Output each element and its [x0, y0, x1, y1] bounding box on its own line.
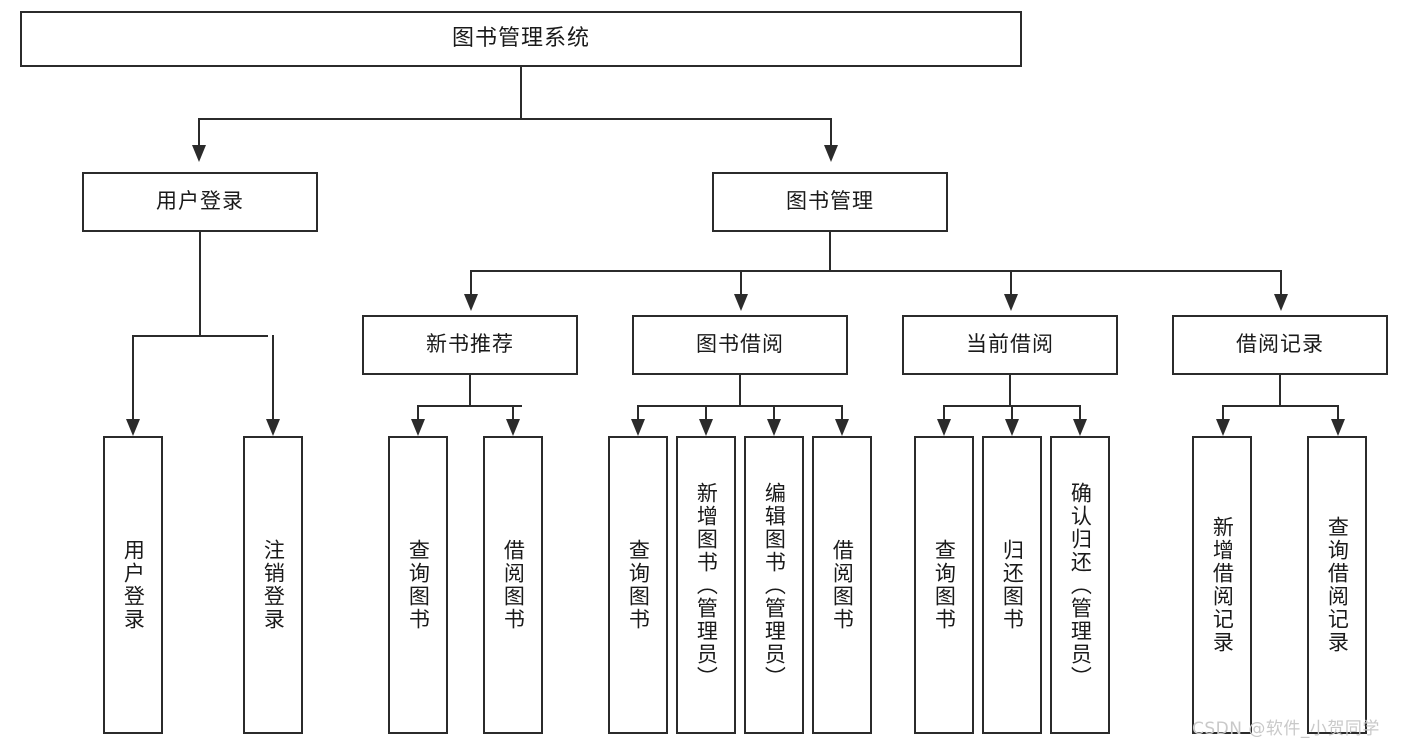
edge-borrow-record-stem — [1279, 375, 1281, 405]
node-label: 查询借阅记录 — [1325, 516, 1350, 654]
edge-user-login-to-leaf-2 — [272, 335, 274, 419]
edge-borrow-record-bar — [1222, 405, 1337, 407]
edge-book-manage-stem — [829, 232, 831, 270]
edge-current-borrow-to-leaf-3 — [1079, 405, 1081, 419]
edge-user-login-bar — [132, 335, 268, 337]
node-label: 查询图书 — [932, 539, 957, 631]
node-label: 归还图书 — [1000, 539, 1025, 631]
node-label: 借阅图书 — [501, 539, 526, 631]
node-new-book-recommend[interactable]: 新书推荐 — [362, 315, 578, 375]
edge-new-book-to-leaf-1 — [417, 405, 419, 419]
node-label: 新增借阅记录 — [1210, 516, 1235, 654]
leaf-add-book-admin[interactable]: 新增图书（管理员） — [676, 436, 736, 734]
edge-book-borrow-to-leaf-1 — [637, 405, 639, 419]
edge-user-login-stem — [199, 232, 201, 335]
arrowhead-book-borrow-leaf-4 — [835, 419, 849, 436]
edge-root-bar — [198, 118, 832, 120]
edge-new-book-stem — [469, 375, 471, 405]
arrowhead-current-borrow-leaf-1 — [937, 419, 951, 436]
arrowhead-book-manage-current-borrow — [1004, 294, 1018, 311]
edge-book-manage-to-borrow-record — [1280, 270, 1282, 294]
edge-book-manage-to-new-book — [470, 270, 472, 294]
edge-book-borrow-bar — [637, 405, 842, 407]
arrowhead-book-borrow-leaf-2 — [699, 419, 713, 436]
edge-new-book-bar — [417, 405, 522, 407]
edge-book-manage-to-current-borrow — [1010, 270, 1012, 294]
node-label: 查询图书 — [406, 539, 431, 631]
leaf-add-borrow-record[interactable]: 新增借阅记录 — [1192, 436, 1252, 734]
node-label: 图书管理 — [786, 189, 874, 214]
edge-book-borrow-stem — [739, 375, 741, 405]
leaf-edit-book-admin[interactable]: 编辑图书（管理员） — [744, 436, 804, 734]
leaf-query-book-current[interactable]: 查询图书 — [914, 436, 974, 734]
leaf-user-login[interactable]: 用户登录 — [103, 436, 163, 734]
node-label: 确认归还（管理员） — [1068, 481, 1093, 689]
edge-current-borrow-to-leaf-1 — [943, 405, 945, 419]
arrowhead-borrow-record-leaf-1 — [1216, 419, 1230, 436]
leaf-query-book-borrow[interactable]: 查询图书 — [608, 436, 668, 734]
node-label: 查询图书 — [626, 539, 651, 631]
edge-borrow-record-to-leaf-1 — [1222, 405, 1224, 419]
arrowhead-root-to-user-login — [192, 145, 206, 162]
node-user-login[interactable]: 用户登录 — [82, 172, 318, 232]
arrowhead-book-borrow-leaf-1 — [631, 419, 645, 436]
leaf-confirm-return-admin[interactable]: 确认归还（管理员） — [1050, 436, 1110, 734]
arrowhead-book-manage-book-borrow — [734, 294, 748, 311]
leaf-return-book[interactable]: 归还图书 — [982, 436, 1042, 734]
edge-current-borrow-stem — [1009, 375, 1011, 405]
edge-user-login-to-leaf-1 — [132, 335, 134, 419]
node-book-borrow[interactable]: 图书借阅 — [632, 315, 848, 375]
node-borrow-record[interactable]: 借阅记录 — [1172, 315, 1388, 375]
node-current-borrow[interactable]: 当前借阅 — [902, 315, 1118, 375]
edge-book-manage-to-book-borrow — [740, 270, 742, 294]
node-label: 图书借阅 — [696, 332, 784, 357]
node-label: 用户登录 — [156, 189, 244, 214]
edge-new-book-to-leaf-2 — [512, 405, 514, 419]
node-label: 新书推荐 — [426, 332, 514, 357]
node-label: 图书管理系统 — [451, 25, 590, 51]
arrowhead-root-to-book-manage — [824, 145, 838, 162]
arrowhead-borrow-record-leaf-2 — [1331, 419, 1345, 436]
arrowhead-current-borrow-leaf-3 — [1073, 419, 1087, 436]
edge-root-to-book-manage — [830, 118, 832, 145]
node-root-system[interactable]: 图书管理系统 — [20, 11, 1022, 67]
node-label: 新增图书（管理员） — [694, 481, 719, 689]
leaf-logout[interactable]: 注销登录 — [243, 436, 303, 734]
arrowhead-user-login-leaf-1 — [126, 419, 140, 436]
node-book-management[interactable]: 图书管理 — [712, 172, 948, 232]
arrowhead-book-manage-new-book — [464, 294, 478, 311]
leaf-borrow-book[interactable]: 借阅图书 — [812, 436, 872, 734]
arrowhead-book-manage-borrow-record — [1274, 294, 1288, 311]
leaf-query-borrow-record[interactable]: 查询借阅记录 — [1307, 436, 1367, 734]
node-label: 借阅图书 — [830, 539, 855, 631]
edge-root-stem — [520, 67, 522, 118]
node-label: 用户登录 — [121, 539, 146, 631]
arrowhead-user-login-leaf-2 — [266, 419, 280, 436]
edge-book-borrow-to-leaf-2 — [705, 405, 707, 419]
edge-borrow-record-to-leaf-2 — [1337, 405, 1339, 419]
edge-book-manage-bar — [470, 270, 1280, 272]
watermark-text: CSDN @软件_小贺同学 — [1192, 719, 1380, 739]
leaf-query-book-newbook[interactable]: 查询图书 — [388, 436, 448, 734]
edge-book-borrow-to-leaf-3 — [773, 405, 775, 419]
arrowhead-new-book-leaf-2 — [506, 419, 520, 436]
edge-current-borrow-to-leaf-2 — [1011, 405, 1013, 419]
arrowhead-current-borrow-leaf-2 — [1005, 419, 1019, 436]
node-label: 借阅记录 — [1236, 332, 1324, 357]
edge-root-to-user-login — [198, 118, 200, 145]
node-label: 编辑图书（管理员） — [762, 481, 787, 689]
leaf-borrow-book-newbook[interactable]: 借阅图书 — [483, 436, 543, 734]
arrowhead-book-borrow-leaf-3 — [767, 419, 781, 436]
node-label: 当前借阅 — [966, 332, 1054, 357]
node-label: 注销登录 — [261, 539, 286, 631]
edge-book-borrow-to-leaf-4 — [841, 405, 843, 419]
arrowhead-new-book-leaf-1 — [411, 419, 425, 436]
